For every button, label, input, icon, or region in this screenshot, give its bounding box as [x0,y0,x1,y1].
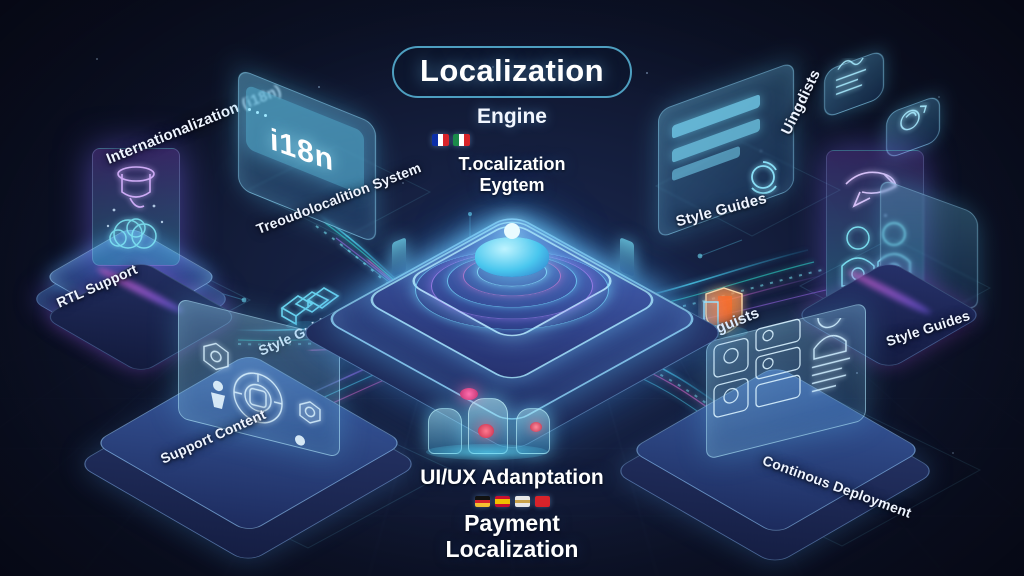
germany-flag [474,496,490,507]
bottom-flag-row [0,496,1024,507]
shield-book-icon [703,287,748,338]
style-circle-icon [751,161,777,194]
label-payment-line2: Localization [445,535,579,562]
hologram-glyph-icon [106,166,164,249]
vietnam-flag [534,496,550,507]
core-orb [475,237,549,278]
title-text: Localization [420,53,604,88]
spain-flag [494,496,510,507]
italy-flag [453,134,470,146]
center-platform[interactable]: T.ocalization Eygtem [295,134,729,453]
avatar-card-icon [713,318,850,418]
center-label: T.ocalization Eygtem [330,154,694,196]
signature-document-icon [836,58,866,96]
label-uiux-adaptation: UI/UX Adanptation [420,466,604,489]
capsule-core-red [478,424,494,438]
generic-stripe-flag [514,496,530,507]
capsule-core-pink [460,388,478,400]
page-title: Localization Engine [0,46,1024,129]
center-label-line2: Eygtem [479,175,545,195]
center-flag-row [432,134,470,146]
support-content-icons [203,342,321,446]
france-flag [432,134,449,146]
subtitle-text: Engine [476,105,547,128]
center-label-line1: T.ocalization [458,154,566,174]
beacon-right [620,237,634,277]
title-pill: Localization [392,46,632,98]
capsule-glow-base [426,444,548,460]
beacon-left [392,237,406,277]
currency-exchange-icon [900,105,927,131]
label-payment-line1: Payment [464,510,560,536]
capsule-core-small [530,422,542,432]
core-spark [504,223,520,240]
bottom-labels: UI/UX Adanptation Payment Localization [0,466,1024,563]
